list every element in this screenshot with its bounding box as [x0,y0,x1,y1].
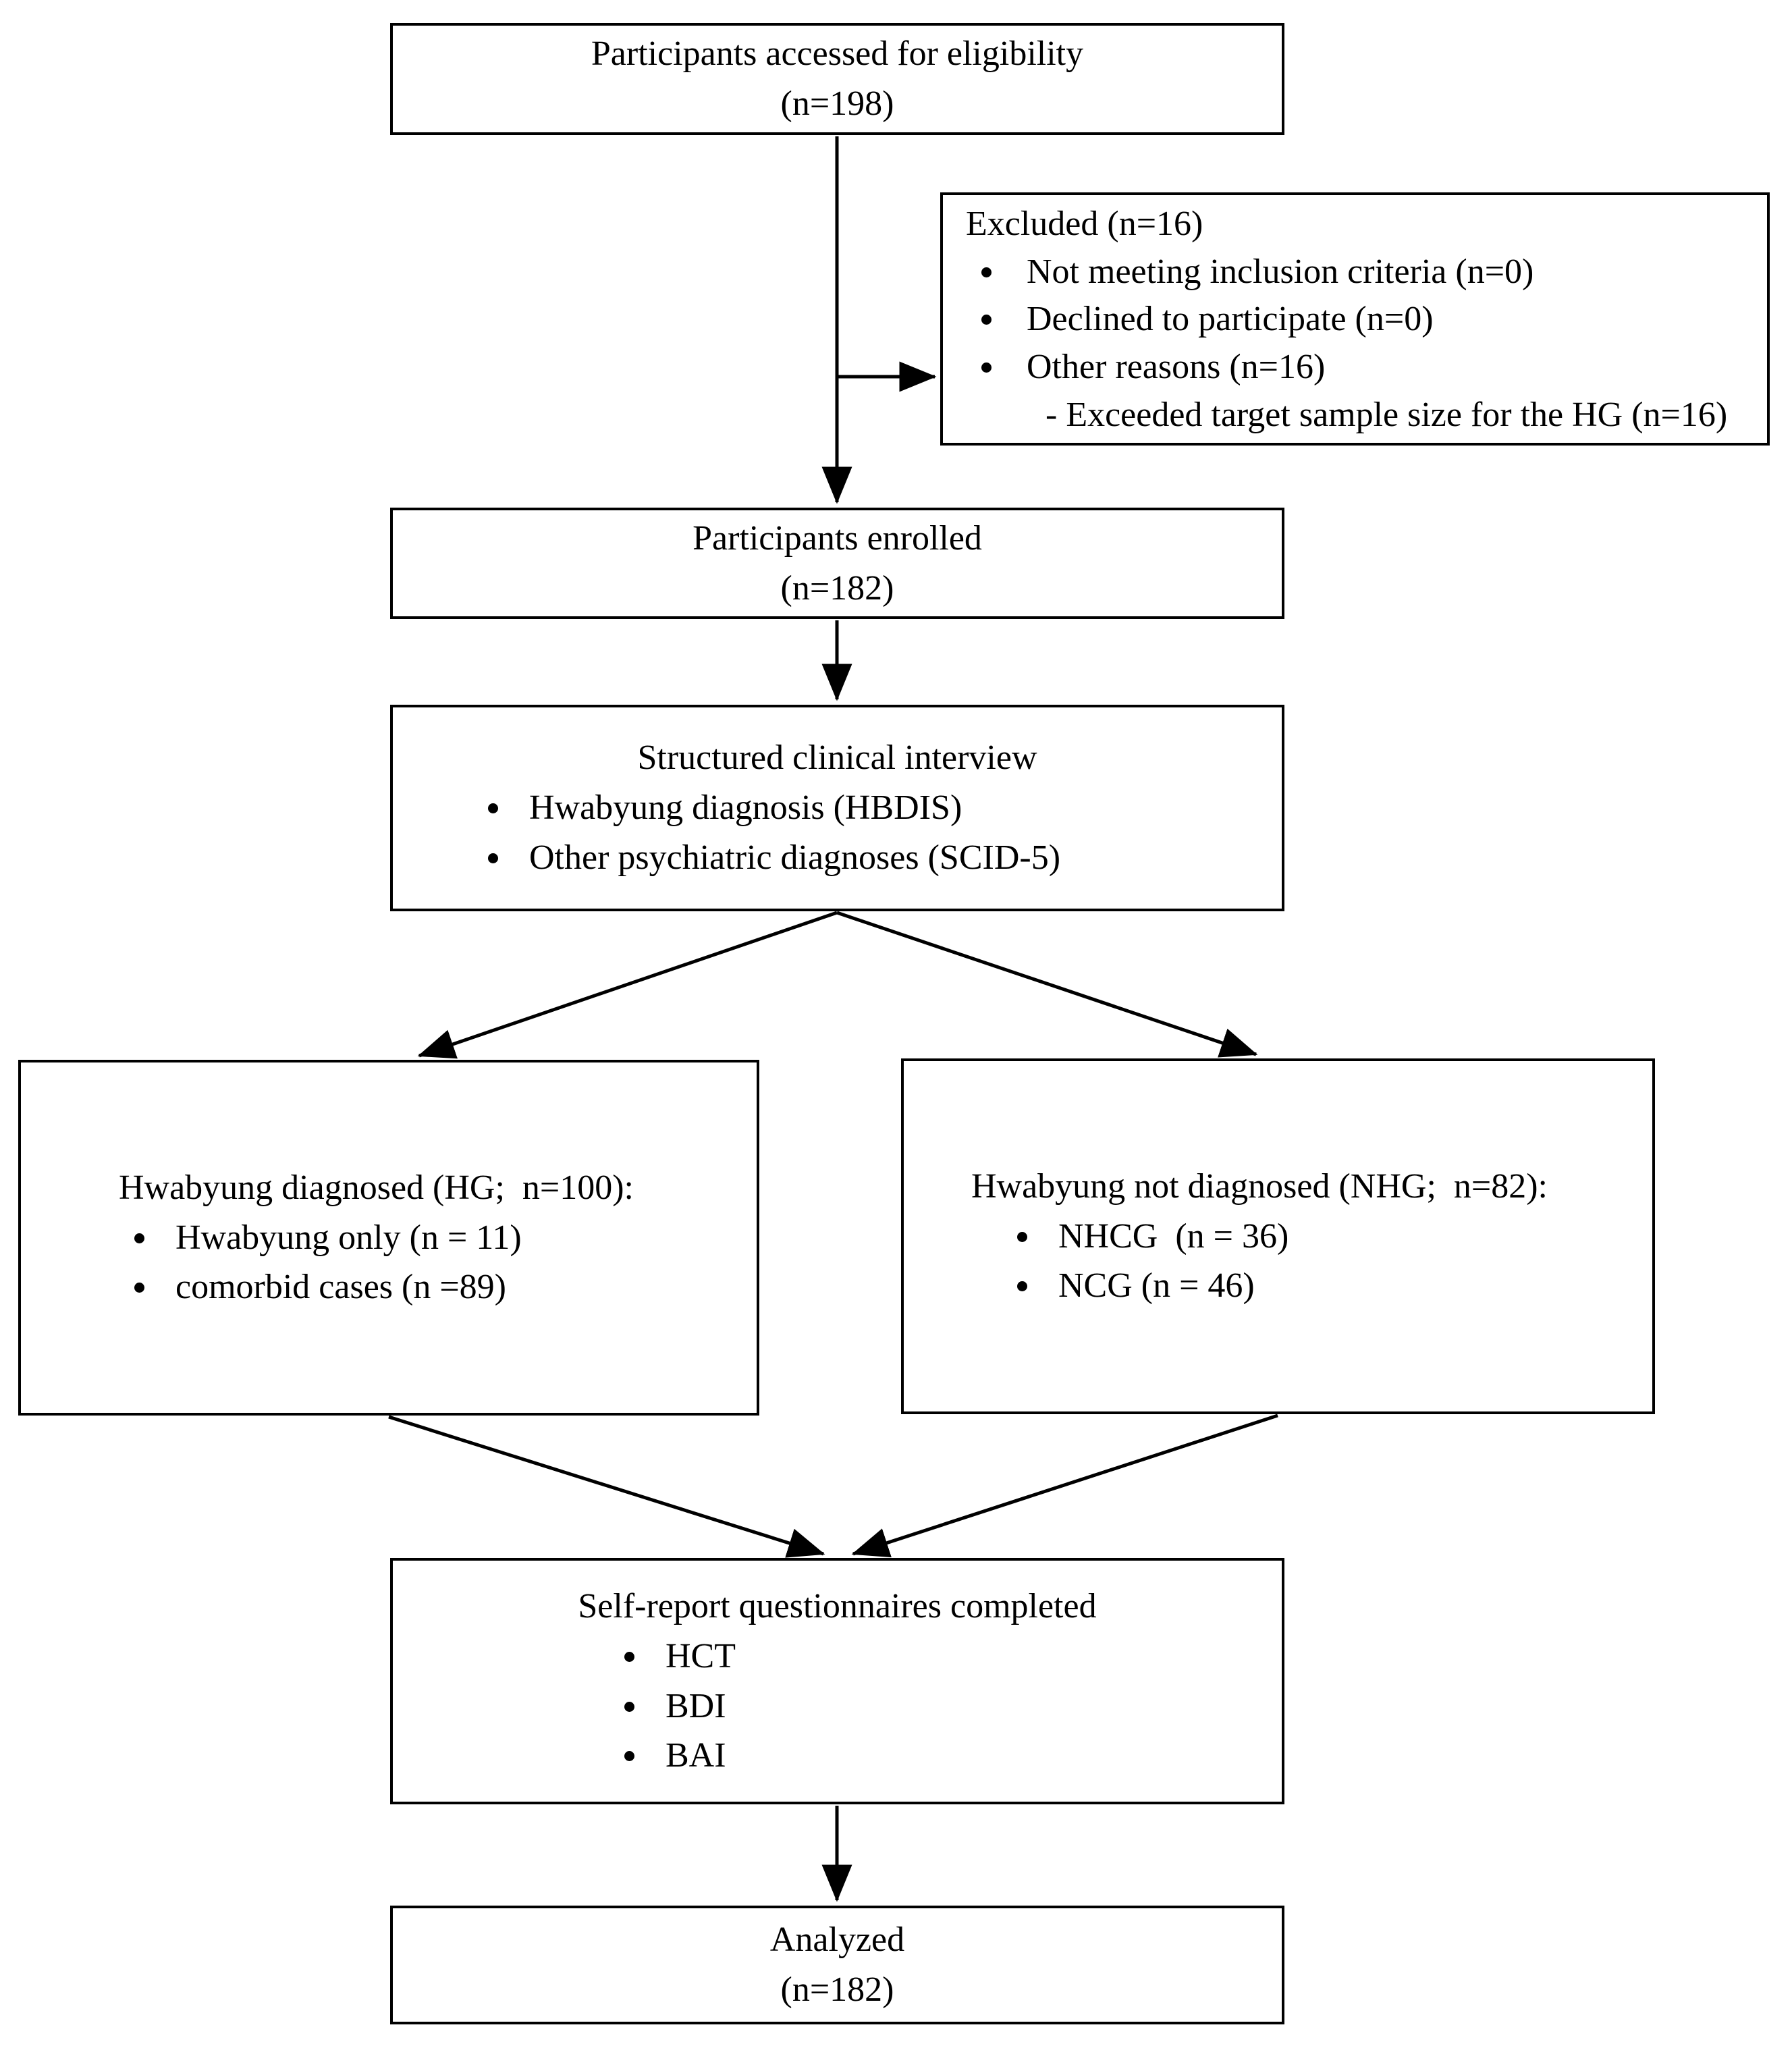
nhg-item: NHCG (n = 36) [1042,1212,1652,1262]
questionnaires-item: BDI [649,1681,1282,1731]
eligibility-title: Participants accessed for eligibility [591,34,1084,74]
nhg-title: Hwabyung not diagnosed (NHG; n=82): [971,1166,1548,1206]
arrow-hg-to-questionnaires [388,1415,825,1558]
enrolled-box: Participants enrolled (n=182) [390,508,1284,619]
questionnaires-list: HCT BDI BAI [393,1632,1282,1781]
interview-list: Hwabyung diagnosis (HBDIS) Other psychia… [393,783,1282,883]
arrow-interview-to-nhg [836,911,1258,1058]
nhg-box: Hwabyung not diagnosed (NHG; n=82): NHCG… [901,1058,1655,1414]
hg-item: Hwabyung only (n = 11) [159,1213,757,1263]
nhg-item: NCG (n = 46) [1042,1261,1652,1311]
interview-item: Hwabyung diagnosis (HBDIS) [513,783,1282,833]
hg-title: Hwabyung diagnosed (HG; n=100): [119,1168,634,1207]
arrow-interview-to-hg [417,911,838,1059]
excluded-list: Not meeting inclusion criteria (n=0) Dec… [966,248,1748,392]
excluded-item: Declined to participate (n=0) [1006,296,1748,344]
hg-item: comorbid cases (n =89) [159,1262,757,1312]
questionnaires-item: BAI [649,1731,1282,1781]
interview-title: Structured clinical interview [637,738,1037,778]
excluded-box: Excluded (n=16) Not meeting inclusion cr… [940,192,1770,446]
interview-box: Structured clinical interview Hwabyung d… [390,705,1284,911]
questionnaires-box: Self-report questionnaires completed HCT… [390,1558,1284,1804]
analyzed-box: Analyzed (n=182) [390,1906,1284,2024]
excluded-sub-item: - Exceeded target sample size for the HG… [1046,395,1728,434]
analyzed-title: Analyzed [769,1920,905,1960]
excluded-item: Other reasons (n=16) [1006,344,1748,392]
excluded-title: Excluded (n=16) [966,205,1203,243]
questionnaires-item: HCT [649,1632,1282,1681]
eligibility-box: Participants accessed for eligibility (n… [390,23,1284,135]
arrow-nhg-to-questionnaires [851,1414,1278,1558]
enrolled-count: (n=182) [780,568,894,608]
excluded-item: Not meeting inclusion criteria (n=0) [1006,248,1748,296]
hg-list: Hwabyung only (n = 11) comorbid cases (n… [21,1213,757,1313]
analyzed-count: (n=182) [780,1970,894,2009]
nhg-list: NHCG (n = 36) NCG (n = 46) [904,1212,1652,1312]
questionnaires-title: Self-report questionnaires completed [578,1586,1097,1625]
eligibility-count: (n=198) [780,84,894,123]
interview-item: Other psychiatric diagnoses (SCID-5) [513,833,1282,883]
hg-box: Hwabyung diagnosed (HG; n=100): Hwabyung… [18,1060,759,1416]
enrolled-title: Participants enrolled [693,518,982,558]
